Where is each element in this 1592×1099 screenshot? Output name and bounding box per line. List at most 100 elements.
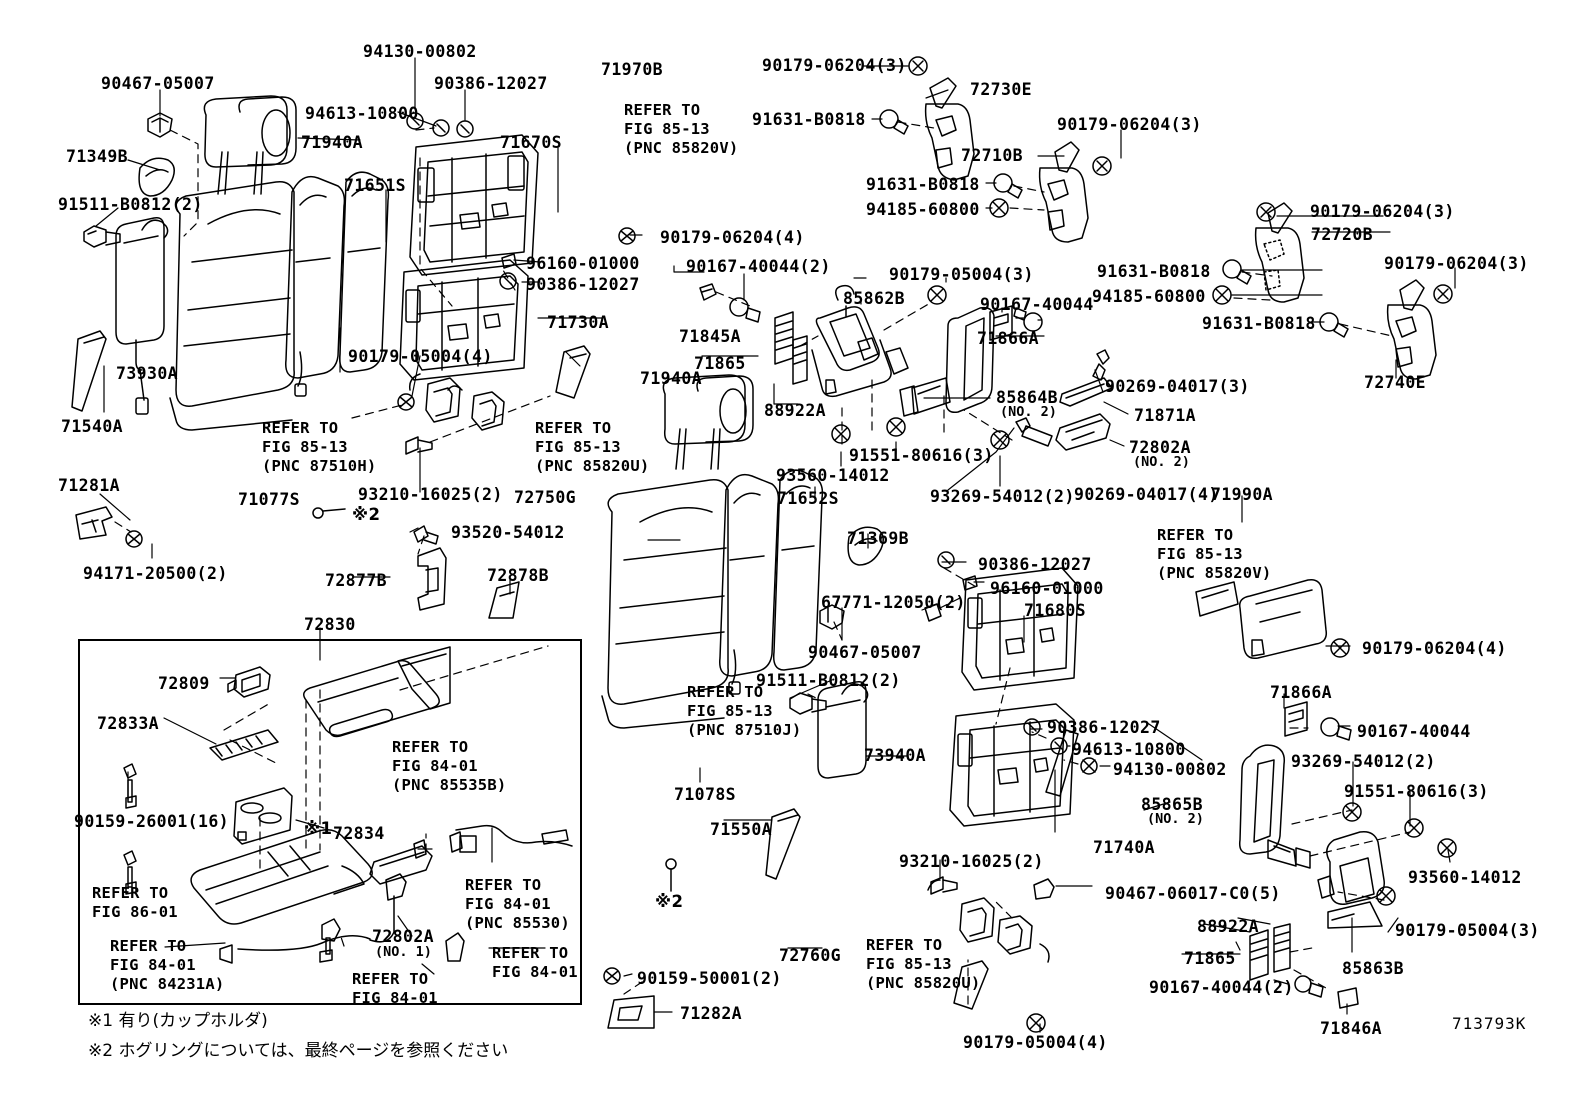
part-number-label: 71540A (61, 417, 124, 436)
bracket-72877B (417, 547, 447, 611)
screw-93210-16025-b (930, 876, 958, 895)
seatback-71077s (169, 171, 390, 431)
refer-to-block: REFER TO FIG 85-13 (PNC 85820V) (624, 101, 739, 157)
part-number-label: 90179-05004(4) (348, 347, 493, 366)
part-number-label: 72834 (333, 824, 385, 843)
part-number-label: 91631-B0818 (1097, 262, 1211, 281)
part-number-label: 90386-12027 (978, 555, 1092, 574)
screw-93520-54012 (413, 525, 439, 545)
hinge-72720b (1254, 202, 1305, 303)
side-shield-73930a (115, 216, 169, 415)
part-number-label: 90179-05004(4) (963, 1033, 1108, 1052)
bracket-72878B (488, 581, 520, 619)
part-number-label: 72878B (487, 566, 550, 585)
part-number-label: 90167-40044(2) (1149, 978, 1294, 997)
part-number-label: 71846A (1320, 1019, 1383, 1038)
refer-to-block: REFER TO FIG 84-01 (PNC 85530) (465, 876, 570, 932)
part-number-label: 85863B (1342, 959, 1405, 978)
nut-90179-05004-b (927, 285, 947, 305)
part-number-label: 94185-60800 (1092, 287, 1206, 306)
nut-94185-60800-b (1212, 285, 1232, 305)
part-number-label: 93210-16025(2) (899, 852, 1044, 871)
part-number-label: 71349B (66, 147, 129, 166)
part-number-label: 71990A (1211, 485, 1274, 504)
part-number-label: 93210-16025(2) (358, 485, 503, 504)
part-number-label: 72720B (1311, 225, 1374, 244)
part-sublabel: (NO. 1) (375, 944, 432, 960)
part-number-label: 71865 (1184, 949, 1236, 968)
bracket-71281a (75, 506, 113, 540)
nut-90179-06204-e (1330, 638, 1350, 658)
part-number-label: 71651S (344, 176, 407, 195)
part-number-label: 71282A (680, 1004, 743, 1023)
part-number-label: 90269-04017(3) (1105, 377, 1250, 396)
nut-90179-06204-a (908, 56, 928, 76)
belt-85864b (899, 306, 995, 417)
spring-88922a-b (1273, 923, 1291, 973)
part-number-label: 71940A (301, 133, 364, 152)
part-number-label: 72802A (1129, 438, 1192, 457)
part-number-label: 72710B (961, 146, 1024, 165)
part-number-label: 72750G (514, 488, 577, 507)
part-number-label: 91511-B0812(2) (58, 195, 203, 214)
bolt-93560-14012-a (831, 424, 851, 444)
part-number-label: 71652S (777, 489, 840, 508)
part-number-label: 90179-06204(3) (1384, 254, 1529, 273)
part-number-label: 85865B (1141, 795, 1204, 814)
part-number-label: 72809 (158, 674, 210, 693)
refer-to-block: REFER TO FIG 84-01 (PNC 85535B) (392, 738, 507, 794)
part-number-label: 93560-14012 (776, 466, 890, 485)
part-number-label: 93520-54012 (451, 523, 565, 542)
part-number-label: 71845A (679, 327, 742, 346)
part-number-label: 71670S (500, 133, 563, 152)
bolt-93269-54012-b (1342, 802, 1362, 822)
part-number-label: 88922A (764, 401, 827, 420)
pin-90269-04017-a (1092, 349, 1110, 381)
part-number-label: 93269-54012(2) (1291, 752, 1436, 771)
part-number-label: 93269-54012(2) (930, 487, 1075, 506)
bolt-93560-14012-b (1437, 838, 1457, 858)
part-number-label: 91551-80616(3) (849, 446, 994, 465)
part-number-label: 90179-06204(4) (1362, 639, 1507, 658)
hook-72802a-no2 (1055, 413, 1111, 451)
spring-71865-a (774, 311, 794, 365)
headrest-71940a-mid (662, 374, 754, 470)
nut-94613-10800 (432, 119, 450, 137)
part-number-label: 72740E (1364, 373, 1427, 392)
part-number-label: 85862B (843, 289, 906, 308)
part-number-label: 90467-06017-C0(5) (1105, 884, 1281, 903)
part-number-label: 90167-40044 (980, 295, 1094, 314)
hog-ring-mark2 (665, 858, 677, 892)
part-number-label: 91631-B0818 (752, 110, 866, 129)
nut-90386-12027-d (1023, 718, 1041, 736)
bracket-71282a (607, 995, 655, 1029)
part-number-label: 72802A (372, 927, 435, 946)
refer-to-block: REFER TO FIG 85-13 (PNC 85820V) (1157, 526, 1272, 582)
part-number-label: 90179-05004(3) (889, 265, 1034, 284)
part-number-label: 94613-10800 (305, 104, 419, 123)
part-number-label: 91631-B0818 (1202, 314, 1316, 333)
part-number-label: 72830 (304, 615, 356, 634)
footnote-marker: ※2 (352, 505, 381, 524)
bolt-90167-40044-d (1294, 975, 1324, 998)
cover-71349b (138, 157, 175, 197)
footnote-1: ※1 有り(カップホルダ) (88, 1011, 268, 1031)
bolt-93269-54012-a (990, 430, 1010, 450)
nut-94130-00802-b (1080, 757, 1098, 775)
part-number-label: 90167-40044(2) (686, 257, 831, 276)
nut-90179-06204-b (1092, 156, 1112, 176)
nut-94171-20500 (125, 530, 143, 548)
part-number-label: 73940A (864, 746, 927, 765)
part-number-label: 71730A (547, 313, 610, 332)
nut-90179-06204-4 (618, 227, 636, 245)
bolt-90167-40044-c (1320, 717, 1352, 741)
part-sublabel: (NO. 2) (1000, 404, 1057, 420)
bolt-91631-b0818-c (1222, 259, 1252, 285)
frame-71670s (409, 134, 539, 276)
bolt-91551-80616-a (886, 417, 906, 437)
footnote-2: ※2 ホグリングについては、最終ページを参照ください (88, 1041, 509, 1061)
part-number-label: 71871A (1134, 406, 1197, 425)
clip-90467-06017-c0 (1033, 878, 1055, 900)
part-number-label: 90386-12027 (1047, 718, 1161, 737)
hinge-72710b (1038, 141, 1089, 243)
